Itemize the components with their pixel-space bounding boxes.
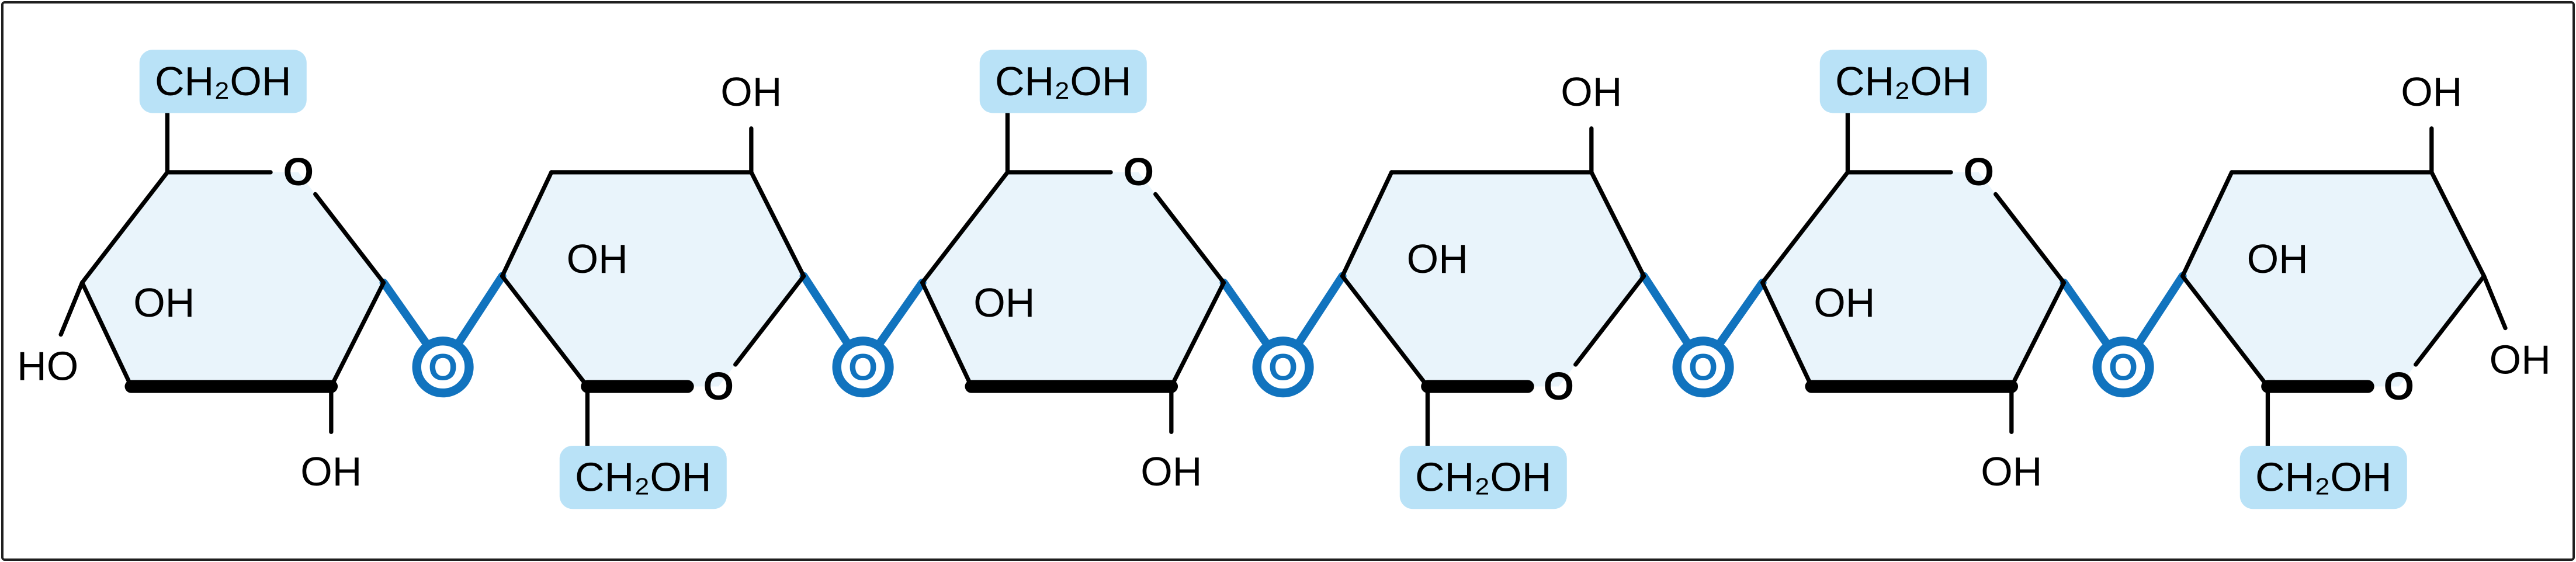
glycosidic-oxygen-label: O (1268, 346, 1298, 388)
sugar-ring-fill (502, 172, 804, 387)
ring-bond (1760, 280, 1814, 389)
molecule-diagram: O O O O O O CH₂OH OH OH HO O OH OH CH₂OH O CH₂OH OH OH O OH… (17, 50, 2551, 509)
ring-bond (313, 192, 386, 285)
ring-bond (500, 170, 554, 279)
ch2oh-highlight (2239, 445, 2407, 509)
oh-label: OH (133, 280, 195, 325)
sugar-ring-fill (1342, 172, 1644, 387)
glucose-ring-3: O CH₂OH OH OH (920, 50, 1226, 494)
oh-label: OH (567, 236, 628, 282)
ch2oh-highlight (979, 50, 1147, 113)
ring-oxygen-label: O (2384, 365, 2414, 408)
ring-oxygen-label: O (1124, 150, 1154, 194)
ch2oh-label: CH₂OH (995, 58, 1132, 104)
oh-label: OH (1561, 69, 1622, 115)
glycosidic-linkage-2: O (799, 272, 927, 398)
ho-label: HO (17, 344, 78, 389)
ring-bond (1573, 274, 1646, 367)
ch2oh-highlight (1399, 445, 1567, 509)
glycosidic-oxygen-label: O (2109, 346, 2138, 388)
substituent-bond (58, 280, 85, 337)
glycosidic-linkage-3: O (1219, 272, 1347, 398)
glycosidic-oxygen-badge (2092, 336, 2154, 398)
glycosidic-linkage-4: O (1639, 272, 1767, 398)
ring-bond (79, 280, 134, 389)
oh-label: OH (720, 69, 782, 115)
oh-label: OH (1814, 280, 1875, 325)
ring-bond (1153, 192, 1226, 285)
ring-oxygen-label: O (283, 150, 314, 194)
glycosidic-oxygen-label: O (428, 346, 457, 388)
ring-bond (1340, 274, 1430, 389)
ring-bond (2414, 274, 2487, 367)
oh-label: OH (973, 280, 1035, 325)
oh-label: OH (2247, 236, 2308, 282)
ch2oh-highlight (559, 445, 727, 509)
oh-label: OH (2401, 69, 2462, 115)
oh-label: OH (2490, 337, 2551, 383)
ch2oh-highlight (1819, 50, 1987, 113)
ch2oh-label: CH₂OH (155, 58, 292, 104)
ch2oh-highlight (139, 50, 307, 113)
oh-label: OH (1981, 449, 2042, 494)
ring-oxygen-label: O (1544, 365, 1574, 408)
ring-bond (2009, 280, 2067, 389)
oh-label: OH (300, 449, 362, 494)
sugar-ring-fill (922, 172, 1224, 387)
sugar-ring-fill (2182, 172, 2484, 387)
ring-bond (2180, 274, 2270, 389)
glucose-ring-5: O CH₂OH OH OH (1760, 50, 2067, 494)
ring-bond (500, 274, 590, 389)
oh-label: OH (1407, 236, 1468, 282)
sugar-ring-fill (82, 172, 384, 387)
glycosidic-oxygen-label: O (1689, 346, 1718, 388)
glucose-ring-6: O OH OH CH₂OH OH (2180, 69, 2551, 509)
ring-bond (1993, 192, 2067, 285)
ch2oh-label: CH₂OH (575, 455, 712, 500)
ring-bond (2180, 170, 2234, 279)
glycosidic-linkage-5: O (2060, 272, 2187, 398)
ch2oh-label: CH₂OH (1415, 455, 1552, 500)
ring-bond (1340, 170, 1394, 279)
glycosidic-oxygen-badge (412, 336, 474, 398)
ring-bond (1169, 280, 1226, 389)
ring-bond (79, 170, 170, 285)
sugar-ring-fill (1762, 172, 2064, 387)
glucose-ring-2: O OH OH CH₂OH (500, 69, 806, 509)
ring-bond (1760, 170, 1850, 285)
glucose-ring-1: O CH₂OH OH OH HO (17, 50, 386, 494)
ring-bond (920, 280, 974, 389)
ch2oh-label: CH₂OH (2255, 455, 2392, 500)
glycosidic-oxygen-badge (1252, 336, 1314, 398)
ring-bond (749, 170, 806, 279)
ring-oxygen-label: O (1964, 150, 1994, 194)
oh-label: OH (1140, 449, 1202, 494)
ring-bond (920, 170, 1010, 285)
glycosidic-oxygen-badge (832, 336, 894, 398)
glycosidic-oxygen-badge (1672, 336, 1734, 398)
substituent-bond (2481, 274, 2508, 331)
ch2oh-label: CH₂OH (1835, 58, 1972, 104)
ring-bond (733, 274, 806, 367)
ring-bond (2429, 170, 2487, 279)
ring-bond (1589, 170, 1646, 279)
glycosidic-linkage-1: O (379, 272, 507, 398)
glycosidic-oxygen-label: O (848, 346, 878, 388)
glucose-ring-4: O OH OH CH₂OH (1340, 69, 1646, 509)
ring-bond (329, 280, 386, 389)
ring-oxygen-label: O (703, 365, 734, 408)
